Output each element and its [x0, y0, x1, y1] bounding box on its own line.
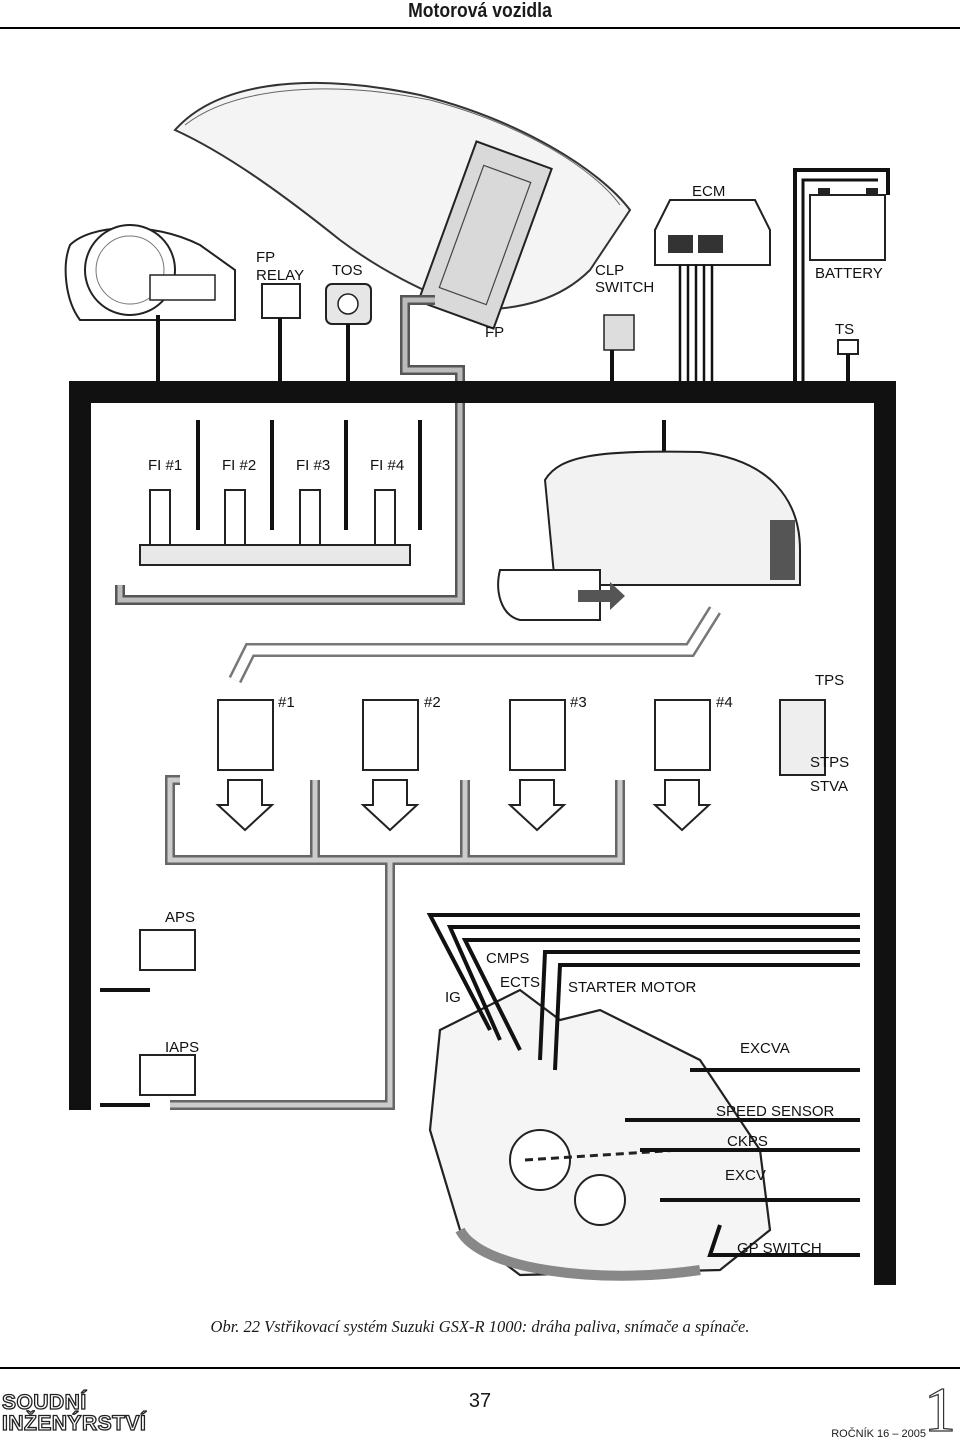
- page-number: 37: [468, 1390, 492, 1412]
- fuel-injection-diagram: ECM BATTERY FP RELAY TOS CLP SWITCH FP T…: [64, 82, 896, 1285]
- airbox: [497, 450, 801, 621]
- injector-rail: [139, 489, 411, 566]
- throttle-sensors: [779, 699, 826, 776]
- label-fi3: FI #3: [296, 457, 330, 474]
- label-ig: IG: [445, 989, 461, 1006]
- label-fp: FP: [485, 324, 504, 341]
- journal-brand: SOUDNÍ INŽENÝRSTVÍ: [1, 1391, 147, 1435]
- throttle-bodies: [215, 699, 712, 832]
- brand-line-1: SOUDNÍ: [1, 1391, 87, 1414]
- label-fp-relay-2: RELAY: [256, 267, 304, 284]
- fuel-tank: [173, 82, 632, 312]
- aps-sensor: [139, 929, 196, 971]
- engine-wiring: [426, 913, 860, 1257]
- wiring-harness: [69, 168, 896, 1285]
- label-cyl2: #2: [424, 694, 441, 711]
- label-iaps: IAPS: [165, 1039, 199, 1056]
- instrument-cluster: [64, 224, 236, 321]
- header-rule: [0, 27, 960, 29]
- engine: [428, 988, 772, 1281]
- label-aps: APS: [165, 909, 195, 926]
- label-stps: STPS: [810, 754, 849, 771]
- label-fi2: FI #2: [222, 457, 256, 474]
- label-tos: TOS: [332, 262, 363, 279]
- label-fi1: FI #1: [148, 457, 182, 474]
- tos-sensor: [325, 283, 372, 325]
- label-fp-relay-1: FP: [256, 249, 275, 266]
- figure-caption: Obr. 22 Vstřikovací systém Suzuki GSX-R …: [210, 1317, 750, 1336]
- section-title: Motorová vozidla: [408, 0, 552, 22]
- ecm-unit: [654, 199, 771, 266]
- diagram-labels: ECM BATTERY FP RELAY TOS CLP SWITCH FP T…: [148, 183, 883, 1257]
- footer-rule: [0, 1367, 960, 1369]
- label-ts: TS: [835, 321, 854, 338]
- label-battery: BATTERY: [815, 265, 883, 282]
- label-fi4: FI #4: [370, 457, 404, 474]
- volume-info: ROČNÍK 16 – 2005: [831, 1428, 926, 1440]
- label-cyl1: #1: [278, 694, 295, 711]
- label-cyl3: #3: [570, 694, 587, 711]
- label-cmps: CMPS: [486, 950, 529, 967]
- label-cyl4: #4: [716, 694, 733, 711]
- label-starter-motor: STARTER MOTOR: [568, 979, 697, 996]
- brand-line-2: INŽENÝRSTVÍ: [1, 1412, 147, 1435]
- fp-relay: [261, 283, 301, 319]
- label-ects: ECTS: [500, 974, 540, 991]
- label-speed-sensor: SPEED SENSOR: [716, 1103, 835, 1120]
- label-ckps: CKPS: [727, 1133, 768, 1150]
- label-excv: EXCV: [725, 1167, 766, 1184]
- label-clp-1: CLP: [595, 262, 624, 279]
- clp-switch: [603, 314, 635, 351]
- issue-number: 1: [923, 1374, 956, 1445]
- ts-sensor: [837, 339, 859, 355]
- page-header: Motorová vozidla: [0, 0, 960, 30]
- air-flow-path: [228, 606, 721, 684]
- iaps-sensor: [139, 1054, 196, 1096]
- label-tps: TPS: [815, 672, 844, 689]
- label-gp-switch: GP SWITCH: [737, 1240, 822, 1257]
- label-stva: STVA: [810, 778, 848, 795]
- label-ecm: ECM: [692, 183, 725, 200]
- label-clp-2: SWITCH: [595, 279, 654, 296]
- battery: [809, 188, 886, 261]
- label-excva: EXCVA: [740, 1040, 790, 1057]
- fuel-pump: [417, 140, 553, 330]
